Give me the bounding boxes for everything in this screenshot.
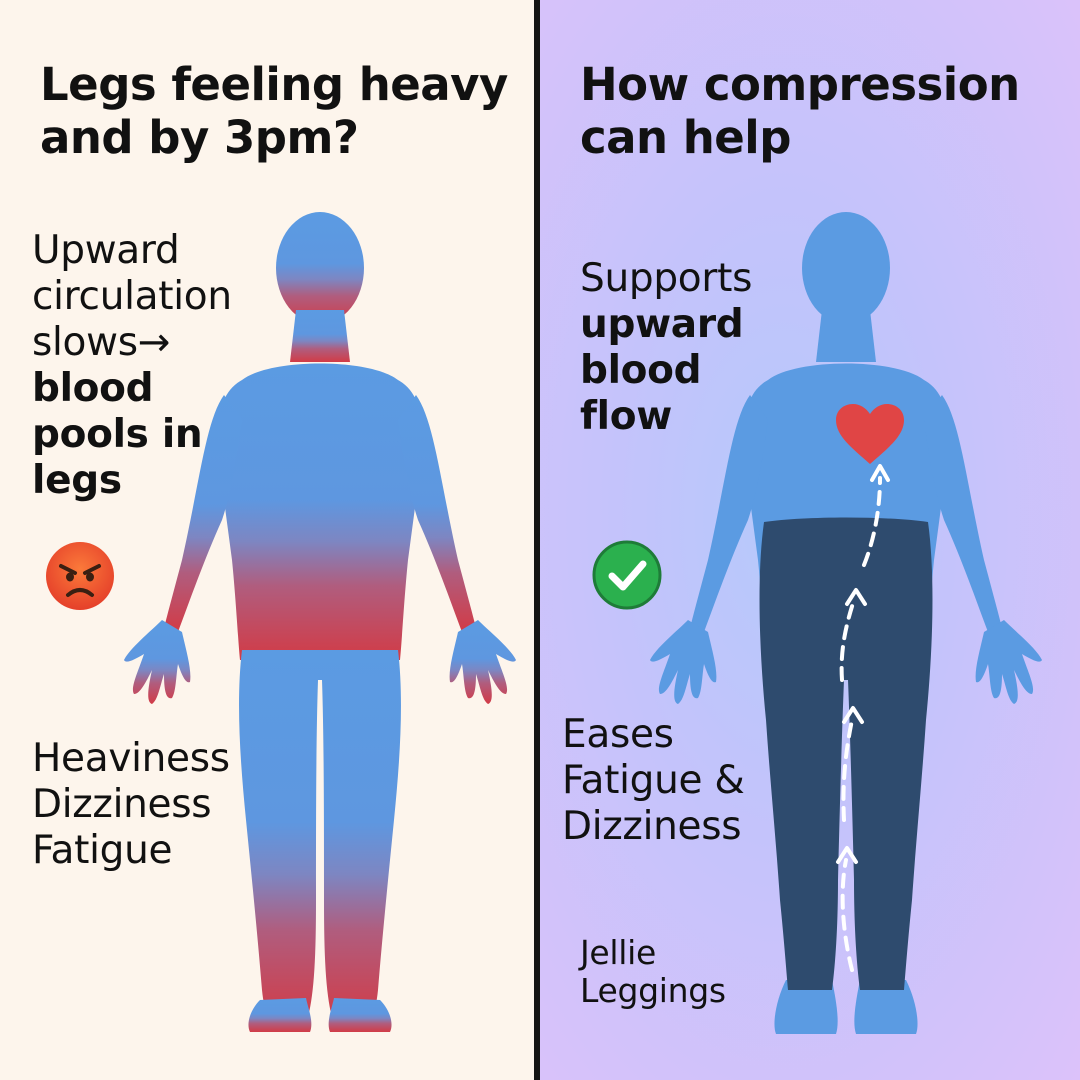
right-panel: How compression can help S (540, 0, 1080, 1080)
left-explanation: Upward circulation slows→ blood pools in… (32, 228, 232, 504)
body-figure-with-leggings (650, 212, 1042, 1034)
explain-bold-3: legs (32, 458, 122, 503)
symptoms-list: Heaviness Dizziness Fatigue (32, 736, 230, 874)
benefit-line-3: Dizziness (562, 804, 742, 849)
benefits-list: Eases Fatigue & Dizziness (562, 712, 745, 850)
explain-line-1: Upward (32, 228, 180, 273)
product-name-line-1: Jellie (580, 933, 657, 972)
check-mark-icon (592, 540, 662, 610)
explain-bold-1: blood (32, 366, 154, 411)
benefit-line-1: Eases (562, 712, 674, 757)
symptom-fatigue: Fatigue (32, 828, 173, 873)
supports-bold-2: blood (580, 348, 702, 393)
right-explanation: Supports upward blood flow (580, 256, 752, 440)
symptom-dizziness: Dizziness (32, 782, 212, 827)
product-name-line-2: Leggings (580, 971, 726, 1010)
heart-icon (836, 404, 904, 464)
supports-line: Supports (580, 256, 753, 301)
supports-bold-1: upward (580, 302, 744, 347)
symptom-heaviness: Heaviness (32, 736, 230, 781)
benefit-line-2: Fatigue & (562, 758, 745, 803)
blood-flow-arrows (839, 476, 882, 972)
panel-divider (534, 0, 540, 1080)
left-title: Legs feeling heavy and by 3pm? (40, 58, 508, 164)
explain-bold-2: pools in (32, 412, 203, 457)
product-name: Jellie Leggings (580, 934, 726, 1010)
explain-line-3: slows→ (32, 320, 171, 365)
body-figure-blood-pooling (124, 212, 516, 1032)
leggings (759, 517, 933, 990)
right-title: How compression can help (580, 58, 1020, 164)
angry-face-icon (46, 542, 114, 610)
explain-line-2: circulation (32, 274, 232, 319)
left-panel: Legs feeling heavy and by 3pm? Upward ci… (0, 0, 534, 1080)
supports-bold-3: flow (580, 394, 672, 439)
